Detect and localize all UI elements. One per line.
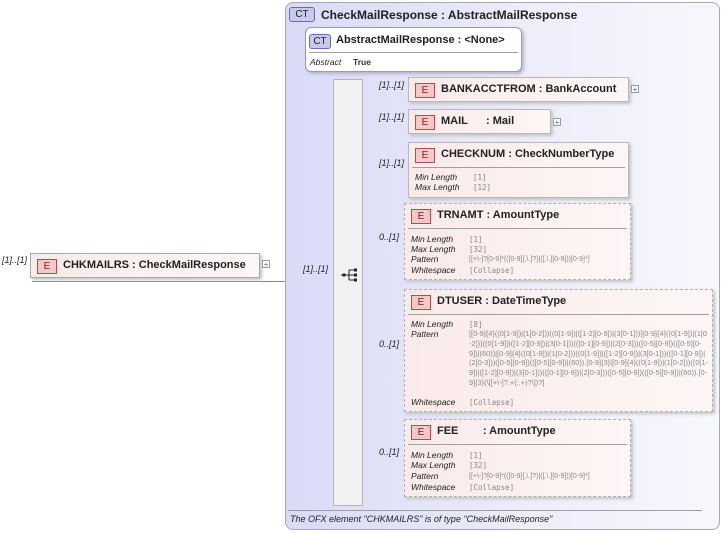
facet-label: Max Length bbox=[415, 182, 460, 192]
abstract-value: True bbox=[353, 57, 371, 67]
base-type-box[interactable]: CT AbstractMailResponse : <None> Abstrac… bbox=[305, 27, 522, 72]
sequence-icon bbox=[341, 268, 357, 282]
cardinality-checknum: [1]..[1] bbox=[379, 158, 405, 168]
element-divider bbox=[412, 167, 625, 168]
base-type-title: AbstractMailResponse : <None> bbox=[336, 34, 505, 46]
facet-value: [32] bbox=[469, 245, 488, 254]
facet-label: Whitespace bbox=[411, 397, 456, 407]
facet-value: [Collapse] bbox=[469, 266, 515, 275]
cardinality-fee: 0..[1] bbox=[379, 447, 400, 457]
cardinality-bankacctfrom: [1]..[1] bbox=[379, 80, 405, 90]
footer-divider bbox=[288, 510, 702, 511]
facet-label: Pattern bbox=[411, 254, 439, 264]
facet-value: [1] bbox=[469, 235, 483, 244]
element-badge: E bbox=[415, 115, 435, 130]
element-label: BANKACCTFROM : BankAccount bbox=[441, 83, 617, 95]
complex-type-title: CheckMailResponse : AbstractMailResponse bbox=[321, 8, 578, 22]
element-badge: E bbox=[37, 259, 57, 274]
facet-value: [Collapse] bbox=[469, 483, 515, 492]
facet-label: Max Length bbox=[411, 460, 456, 470]
element-mail[interactable]: E MAIL : Mail bbox=[408, 109, 551, 134]
element-label: TRNAMT : AmountType bbox=[437, 209, 560, 221]
base-type-badge: CT bbox=[309, 34, 331, 49]
facet-value: [8] bbox=[469, 320, 483, 329]
facet-label: Max Length bbox=[411, 244, 456, 254]
facet-value: [[+\-]?[0-9]*(([0-9][,\.]?)|([,\.][0-9])… bbox=[469, 256, 590, 263]
element-badge: E bbox=[415, 83, 435, 98]
facet-label: Whitespace bbox=[411, 265, 456, 275]
element-dtuser[interactable]: E DTUSER : DateTimeType Min Length [8] P… bbox=[404, 289, 713, 412]
facet-label: Min Length bbox=[411, 450, 454, 460]
abstract-label: Abstract bbox=[310, 57, 342, 67]
element-badge: E bbox=[415, 148, 435, 163]
facet-label: Min Length bbox=[411, 234, 454, 244]
facet-value: [32] bbox=[469, 461, 488, 470]
element-badge: E bbox=[411, 209, 431, 224]
facet-value: [[0-9]{4}((0[1-9])|(1[0-2]))((0[1-9])|([… bbox=[469, 329, 709, 387]
root-element-label: CHKMAILRS : CheckMailResponse bbox=[63, 259, 246, 271]
element-label: CHECKNUM : CheckNumberType bbox=[441, 148, 615, 160]
element-trnamt[interactable]: E TRNAMT : AmountType Min Length [1] Max… bbox=[404, 203, 631, 280]
cardinality-trnamt: 0..[1] bbox=[379, 232, 400, 242]
root-connector-line bbox=[32, 281, 332, 282]
element-divider bbox=[408, 314, 709, 315]
root-cardinality: [1]..[1] bbox=[2, 255, 28, 265]
element-label: DTUSER : DateTimeType bbox=[437, 295, 567, 307]
expand-mail-icon[interactable]: + bbox=[553, 118, 561, 127]
expand-root-icon[interactable]: + bbox=[262, 260, 270, 269]
facet-value: [1] bbox=[473, 173, 487, 182]
element-label: MAIL : Mail bbox=[441, 115, 515, 127]
expand-bankacctfrom-icon[interactable]: + bbox=[631, 85, 639, 94]
facet-label: Whitespace bbox=[411, 482, 456, 492]
element-badge: E bbox=[411, 425, 431, 440]
cardinality-mail: [1]..[1] bbox=[379, 112, 405, 122]
element-fee[interactable]: E FEE : AmountType Min Length [1] Max Le… bbox=[404, 419, 631, 497]
element-label: FEE : AmountType bbox=[437, 425, 556, 437]
facet-value: [[+\-]?[0-9]*(([0-9][,\.]?)|([,\.][0-9])… bbox=[469, 473, 590, 480]
complex-type-badge: CT bbox=[289, 7, 315, 22]
facet-label: Min Length bbox=[415, 172, 458, 182]
facet-label: Min Length bbox=[411, 319, 454, 329]
facet-value: [12] bbox=[473, 183, 492, 192]
sequence-cardinality: [1]..[1] bbox=[303, 264, 329, 274]
cardinality-dtuser: 0..[1] bbox=[379, 339, 400, 349]
element-divider bbox=[408, 228, 627, 229]
facet-value: [Collapse] bbox=[469, 398, 515, 407]
sequence-compositor-bar bbox=[333, 79, 363, 506]
facet-label: Pattern bbox=[411, 471, 439, 481]
facet-value: [1] bbox=[469, 451, 483, 460]
element-badge: E bbox=[411, 295, 431, 310]
base-type-divider bbox=[309, 52, 518, 53]
element-checknum[interactable]: E CHECKNUM : CheckNumberType Min Length … bbox=[408, 142, 629, 198]
facet-label: Pattern bbox=[411, 329, 439, 339]
footer-note: The OFX element "CHKMAILRS" is of type "… bbox=[290, 514, 553, 524]
element-bankacctfrom[interactable]: E BANKACCTFROM : BankAccount bbox=[408, 77, 629, 102]
element-divider bbox=[408, 444, 627, 445]
root-element-chkmailrs[interactable]: E CHKMAILRS : CheckMailResponse bbox=[30, 253, 260, 278]
